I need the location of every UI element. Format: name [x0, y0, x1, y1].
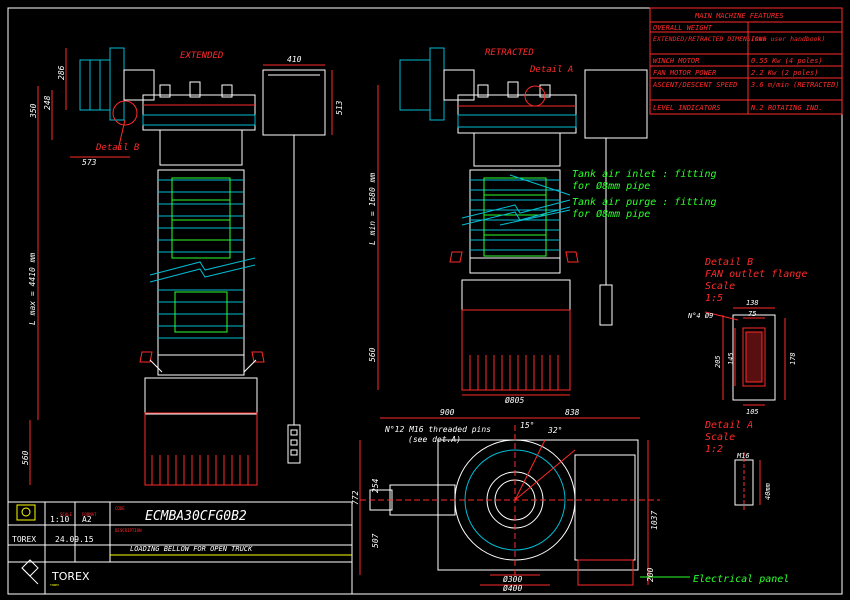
extended-label: EXTENDED	[180, 51, 223, 61]
note-threaded-pins-1: N°12 M16 threaded pins	[384, 425, 491, 434]
dim-254: 254	[371, 478, 380, 493]
detail-b-145: 145	[727, 352, 735, 365]
dim-805: Ø805	[505, 395, 524, 405]
title-logo: TOREX	[51, 570, 90, 583]
svg-text:SCALE: SCALE	[60, 512, 73, 517]
note-inlet-1: Tank air inlet : fitting	[572, 169, 717, 180]
detail-b-205: 205	[714, 355, 722, 368]
detail-a-len: 40mm	[764, 482, 772, 500]
detail-a-m16: M16	[736, 452, 750, 460]
feature-label-4: ASCENT/DESCENT SPEED	[652, 81, 737, 89]
svg-text:FORMAT: FORMAT	[82, 512, 97, 517]
dim-410: 410	[287, 55, 302, 64]
dim-lmax: L max = 4410 mm	[28, 253, 37, 325]
title-format: A2	[82, 515, 92, 524]
title-block: SCALE FORMAT CODE DESCRIPTION TOREX	[7, 501, 353, 595]
svg-text:TOREX: TOREX	[50, 583, 59, 587]
detail-b-holes: N°4 Ø9	[687, 312, 713, 320]
retracted-view	[377, 47, 648, 396]
dim-573: 573	[82, 158, 97, 167]
dim-15deg: 15°	[520, 421, 534, 430]
dim-32deg: 32°	[547, 426, 562, 435]
note-electrical-panel: Electrical panel	[693, 574, 789, 585]
detail-b-title-2: FAN outlet flange	[705, 269, 807, 280]
retracted-label: RETRACTED	[485, 48, 534, 58]
detail-b-title-4: 1:5	[705, 293, 723, 304]
feature-value-2: 0.55 Kw (4 poles)	[751, 57, 823, 65]
dim-ext-560: 560	[21, 450, 30, 465]
title-description: LOADING BELLOW FOR OPEN TRUCK	[130, 545, 253, 553]
title-company: TOREX	[12, 535, 36, 544]
title-scale: 1:10	[50, 515, 69, 524]
dim-772: 772	[351, 490, 360, 505]
dim-838: 838	[565, 408, 580, 417]
detail-b-178: 178	[789, 352, 797, 365]
feature-value-4: 3.6 m/min (RETRACTED)	[750, 81, 840, 89]
dim-200: 200	[646, 567, 655, 582]
detail-a-drawing	[734, 452, 761, 512]
dim-513: 513	[335, 100, 344, 115]
feature-label-0: OVERALL WEIGHT	[653, 24, 713, 32]
note-threaded-pins-2: (see det.A)	[408, 435, 461, 444]
detail-a-title-1: Detail A	[704, 420, 753, 431]
dim-ret-560: 560	[368, 347, 377, 362]
svg-text:DESCRIPTION: DESCRIPTION	[115, 528, 142, 533]
feature-value-5: N.2 ROTATING IND.	[750, 104, 823, 112]
dim-1037: 1037	[650, 511, 659, 530]
dim-350: 350	[29, 103, 38, 119]
dim-286: 286	[57, 65, 66, 80]
detail-b-105: 105	[746, 408, 759, 416]
dim-lmin: L min = 1680 mm	[368, 173, 377, 245]
detail-b-title-3: Scale	[705, 281, 735, 292]
drawing-border	[7, 7, 843, 595]
dim-900: 900	[440, 408, 455, 417]
title-drawing-code: ECMBA30CFG0B2	[145, 509, 247, 524]
detail-b-callout: Detail B	[95, 143, 140, 153]
note-purge-1: Tank air purge : fitting	[572, 197, 717, 208]
feature-value-3: 2.2 Kw (2 poles)	[751, 69, 818, 77]
detail-b-title-1: Detail B	[704, 257, 753, 268]
feature-label-1: EXTENDED/RETRACTED DIMENSIONS	[653, 35, 767, 43]
note-purge-2: for Ø8mm pipe	[572, 208, 650, 220]
detail-b-138: 138	[746, 299, 759, 307]
dim-300: Ø300	[503, 574, 522, 584]
feature-value-1: (see user handbook)	[751, 35, 825, 43]
dim-248: 248	[43, 95, 52, 110]
dim-400: Ø400	[503, 583, 522, 593]
features-title: MAIN MACHINE FEATURES	[694, 12, 784, 20]
detail-b-drawing	[704, 307, 786, 406]
detail-a-title-2: Scale	[705, 432, 735, 443]
detail-b-75: 75	[748, 310, 756, 318]
features-table	[649, 7, 843, 115]
dim-507: 507	[371, 533, 380, 548]
title-date: 24.09.15	[55, 535, 94, 544]
feature-label-2: WINCH MOTOR	[653, 57, 699, 65]
feature-label-3: FAN MOTOR POWER	[653, 69, 716, 77]
feature-label-5: LEVEL INDICATORS	[653, 104, 720, 112]
note-inlet-2: for Ø8mm pipe	[572, 180, 650, 192]
detail-a-callout: Detail A	[529, 65, 573, 75]
svg-text:CODE: CODE	[115, 506, 125, 511]
detail-a-title-3: 1:2	[705, 444, 723, 455]
top-view	[359, 417, 690, 586]
extended-view	[29, 47, 333, 486]
